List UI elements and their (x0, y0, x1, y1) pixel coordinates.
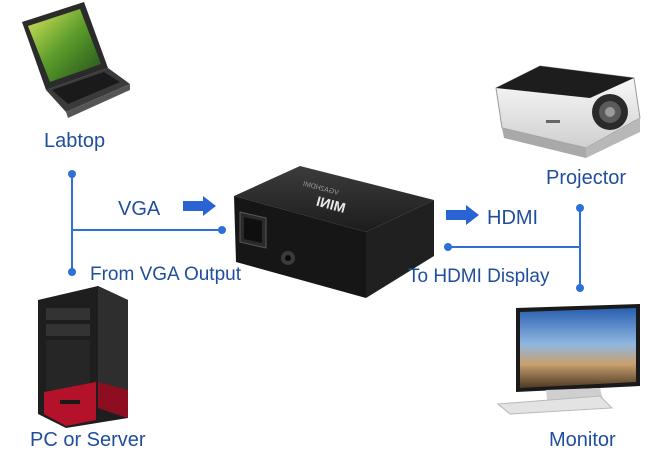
vga-arrow (183, 196, 216, 216)
right-connector (444, 204, 584, 292)
projector-label: Projector (546, 167, 627, 189)
pc-tower-icon (38, 286, 128, 428)
hdmi-arrow (446, 205, 479, 225)
hdmi-label: HDMI (487, 207, 539, 229)
monitor-label: Monitor (549, 429, 616, 451)
adapter-box (234, 166, 434, 298)
to-hdmi-display-label: To HDMI Display (408, 266, 550, 287)
laptop-label: Labtop (44, 130, 106, 152)
projector-icon (495, 65, 641, 158)
monitor-icon (496, 304, 640, 415)
pc-label: PC or Server (30, 429, 146, 451)
laptop-icon (22, 2, 130, 118)
from-vga-output-label: From VGA Output (90, 264, 241, 285)
left-connector (68, 170, 226, 276)
adapter-badge: MINI (315, 193, 348, 216)
vga-label: VGA (118, 198, 161, 220)
